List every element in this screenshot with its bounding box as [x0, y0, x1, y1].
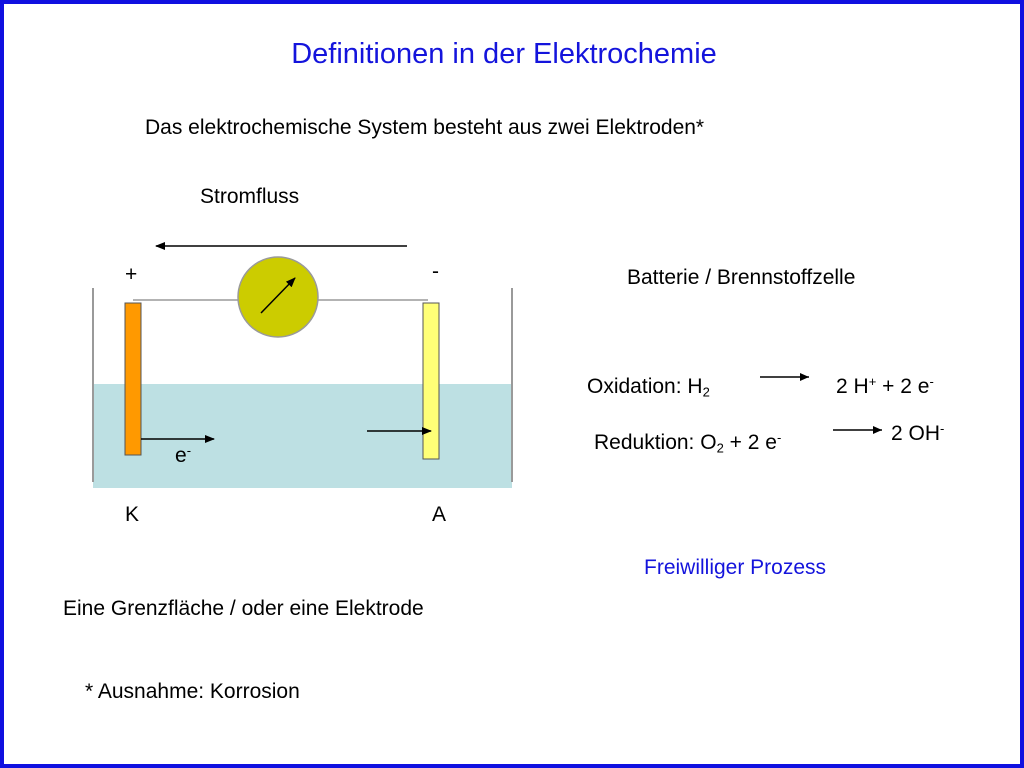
- subtitle: Das elektrochemische System besteht aus …: [145, 116, 705, 139]
- oxidation-reactant: Oxidation: H2: [587, 375, 710, 400]
- footnote: * Ausnahme: Korrosion: [85, 680, 300, 703]
- cathode-electrode: [124, 302, 142, 456]
- cathode-label: K: [125, 503, 140, 526]
- reduction-product: 2 OH-: [891, 420, 945, 445]
- ammeter: [237, 256, 319, 338]
- electron-label: e-: [175, 442, 192, 467]
- reduction-reaction-arrow: [833, 426, 882, 434]
- electrolyte-fill: [93, 384, 512, 488]
- electrochemical-cell-diagram: [92, 242, 513, 488]
- current-flow-label: Stromfluss: [200, 185, 300, 208]
- spontaneous-process-label: Freiwilliger Prozess: [644, 556, 827, 579]
- plus-terminal-label: +: [125, 263, 138, 286]
- oxidation-products: 2 H+ + 2 e-: [836, 373, 934, 398]
- anode-electrode: [422, 302, 440, 460]
- reduction-reactants: Reduktion: O2 + 2 e-: [594, 429, 782, 456]
- battery-fuelcell-label: Batterie / Brennstoffzelle: [627, 266, 856, 289]
- minus-terminal-label: -: [432, 260, 439, 283]
- anode-label: A: [432, 503, 447, 526]
- oxidation-reaction-arrow: [760, 373, 809, 381]
- slide-title: Definitionen in der Elektrochemie: [291, 38, 717, 70]
- interface-note: Eine Grenzfläche / oder eine Elektrode: [63, 597, 424, 620]
- ammeter-needle: [260, 277, 296, 314]
